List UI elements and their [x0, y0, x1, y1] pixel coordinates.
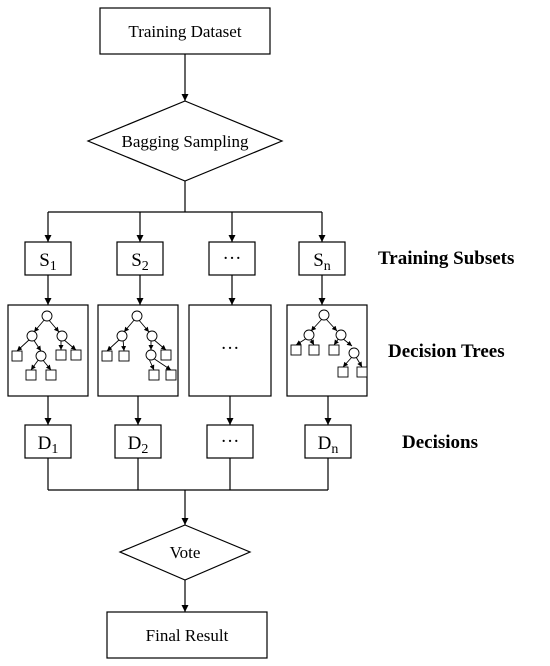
- final-result-label: Final Result: [146, 626, 229, 645]
- decision-tree-n: [290, 309, 368, 378]
- row-label-decision-trees: Decision Trees: [388, 341, 505, 362]
- subset-label-3: ···: [223, 248, 242, 269]
- tree-placeholder-label: ···: [221, 338, 240, 359]
- row-label-training-subsets: Training Subsets: [378, 248, 514, 269]
- decision-label-n: Dn: [318, 433, 339, 457]
- decision-box-3: [206, 424, 254, 459]
- vote-label: Vote: [170, 543, 201, 562]
- training-dataset-box: [99, 7, 271, 55]
- subset-box-n: [298, 241, 346, 276]
- subset-label-1: S1: [39, 250, 57, 274]
- final-result-box: [106, 611, 268, 659]
- bagging-sampling-label: Bagging Sampling: [121, 132, 249, 151]
- decision-box-2: [114, 424, 162, 459]
- training-dataset-label: Training Dataset: [128, 22, 241, 41]
- decision-box-n: [304, 424, 352, 459]
- decision-label-2: D2: [128, 433, 149, 457]
- subset-box-3: [208, 241, 256, 276]
- decision-tree-1: [11, 310, 82, 381]
- decision-label-3: ···: [221, 431, 240, 452]
- tree-box-3: [188, 304, 272, 397]
- decision-tree-2: [101, 310, 177, 381]
- decision-label-1: D1: [38, 433, 59, 457]
- subset-label-n: Sn: [313, 250, 331, 274]
- subset-label-2: S2: [131, 250, 149, 274]
- row-label-decisions: Decisions: [402, 432, 478, 453]
